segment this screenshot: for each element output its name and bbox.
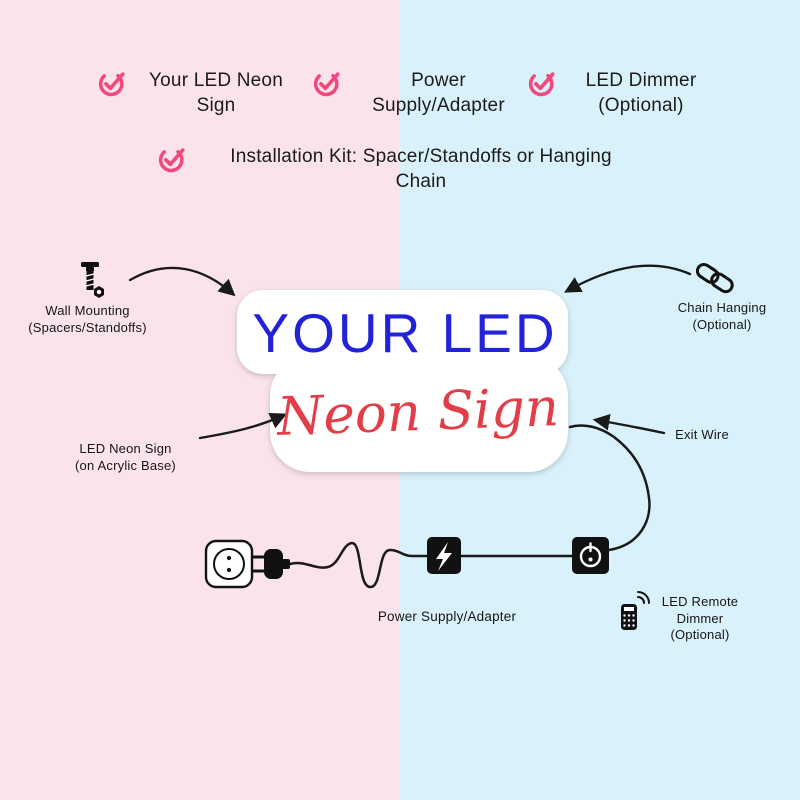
check-icon <box>158 147 185 173</box>
checklist-label: Installation Kit: Spacer/Standoffs or Ha… <box>230 146 612 193</box>
callout-chain-hanging: Chain Hanging (Optional) <box>677 300 767 332</box>
callout-exit-wire: Exit Wire <box>675 427 729 442</box>
check-icon <box>98 71 125 97</box>
checklist-item-neon-sign: Your LED Neon Sign <box>98 68 296 118</box>
check-icon <box>313 71 340 97</box>
sign-text-script: Neon Sign <box>276 377 560 448</box>
checklist-label: LED Dimmer (Optional) <box>585 70 697 117</box>
callout-led-remote-dimmer: LED Remote Dimmer (Optional) <box>661 594 739 643</box>
checklist-item-dimmer: LED Dimmer (Optional) <box>528 68 716 118</box>
checklist-item-power-supply: Power Supply/Adapter <box>313 68 526 118</box>
checklist-label: Your LED Neon Sign <box>149 70 283 117</box>
checklist-item-installation-kit: Installation Kit: Spacer/Standoffs or Ha… <box>158 144 646 194</box>
sign-text-main: YOUR LED <box>252 302 558 364</box>
callout-led-neon-sign: LED Neon Sign (on Acrylic Base) <box>75 441 176 473</box>
checklist-label: Power Supply/Adapter <box>372 70 505 117</box>
callout-wall-mounting: Wall Mounting (Spacers/Standoffs) <box>28 303 147 335</box>
callout-power-supply: Power Supply/Adapter <box>377 609 517 624</box>
check-icon <box>528 71 555 97</box>
